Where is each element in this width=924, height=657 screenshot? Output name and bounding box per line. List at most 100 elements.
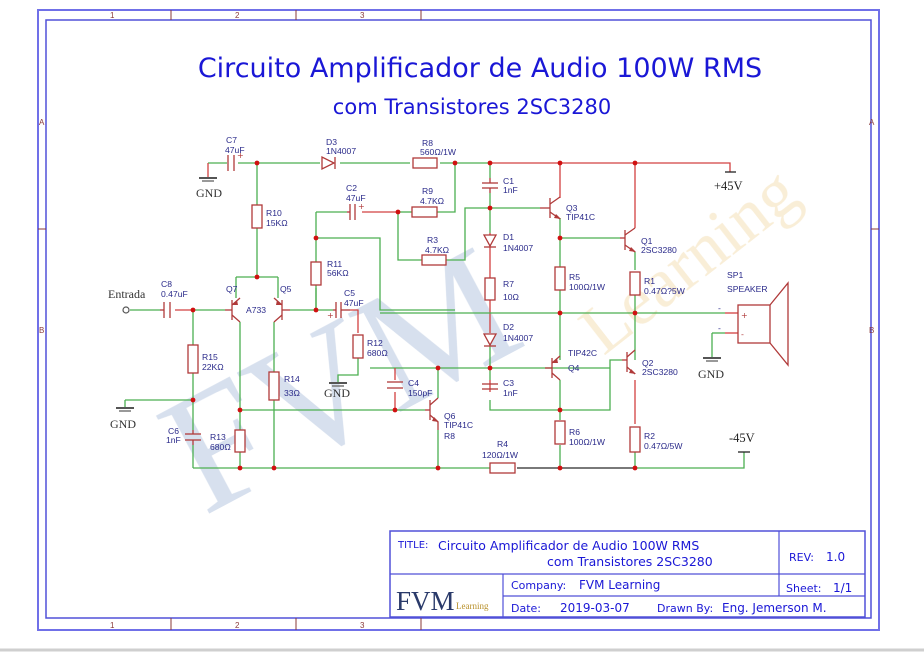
capacitor-c7[interactable]: +	[227, 151, 244, 171]
resistor-r8[interactable]	[412, 157, 438, 169]
resistor-r7[interactable]	[484, 277, 496, 301]
capacitor-c4[interactable]	[387, 381, 403, 389]
zone-col-2-bottom: 2	[235, 621, 240, 630]
resistor-r11[interactable]	[310, 261, 322, 286]
resistor-r2[interactable]	[629, 426, 641, 453]
wires	[124, 162, 745, 469]
capacitor-c2[interactable]: +	[347, 202, 365, 220]
tb-rev-value: 1.0	[826, 550, 845, 564]
tb-rev-key: REV:	[789, 551, 814, 564]
resistor-r6[interactable]	[554, 420, 566, 445]
gnd-label-left: GND	[110, 417, 136, 431]
r13-value: 680Ω	[210, 442, 231, 452]
resistor-r12[interactable]	[352, 334, 364, 359]
r7-value: 10Ω	[503, 292, 520, 302]
zone-col-2-top: 2	[235, 11, 240, 20]
resistor-r14[interactable]	[268, 371, 280, 401]
sp1-value: SPEAKER	[727, 284, 768, 294]
speaker-sp1[interactable]: + -	[737, 281, 789, 367]
gnd-label-c5: GND	[324, 386, 350, 400]
tb-title-line2: com Transistores 2SC3280	[547, 554, 713, 569]
resistor-r5[interactable]	[554, 266, 566, 291]
q4-ref: Q4	[568, 363, 580, 373]
c4-ref: C4	[408, 378, 419, 388]
tb-drawn-value: Eng. Jemerson M.	[722, 601, 827, 615]
spk-pin-label-2: -	[718, 323, 721, 333]
tb-logo-sub: Learning	[456, 601, 489, 611]
transistor-q6[interactable]	[425, 397, 439, 430]
capacitor-c5[interactable]: +	[327, 302, 350, 320]
q2-value: 2SC3280	[642, 367, 678, 377]
c1-ref: C1	[503, 176, 514, 186]
q7-ref: Q7	[226, 284, 238, 294]
diode-d1[interactable]	[482, 234, 498, 248]
input-label: Entrada	[108, 287, 146, 301]
q6-extra: R8	[444, 431, 455, 441]
resistor-r4[interactable]	[489, 462, 516, 474]
q3-value: TIP41C	[566, 212, 595, 222]
c3-value: 1nF	[503, 388, 518, 398]
d3-ref: D3	[326, 137, 337, 147]
svg-text:+: +	[741, 311, 748, 320]
input-terminal[interactable]	[122, 306, 130, 314]
c3-ref: C3	[503, 378, 514, 388]
resistor-r10[interactable]	[251, 204, 263, 229]
transistor-q2[interactable]	[622, 349, 636, 375]
resistor-r9[interactable]	[411, 206, 438, 218]
r6-value: 100Ω/1W	[569, 437, 606, 447]
r3-ref: R3	[427, 235, 438, 245]
c8-ref: C8	[161, 279, 172, 289]
r7-ref: R7	[503, 279, 514, 289]
d2-value: 1N4007	[503, 333, 533, 343]
watermark: FVM Learning	[133, 153, 812, 549]
transistor-q4[interactable]	[545, 355, 561, 381]
c7-value: 47uF	[225, 145, 245, 155]
r8-value: 560Ω/1W	[420, 147, 457, 157]
r10-ref: R10	[266, 208, 282, 218]
resistor-r1[interactable]	[629, 271, 641, 296]
q1-value: 2SC3280	[641, 245, 677, 255]
resistor-r3[interactable]	[421, 254, 447, 266]
d3-value: 1N4007	[326, 146, 356, 156]
resistor-r13[interactable]	[234, 429, 246, 453]
c2-ref: C2	[346, 183, 357, 193]
svg-text:+: +	[358, 202, 365, 211]
q6-value: TIP41C	[444, 420, 473, 430]
c5-ref: C5	[344, 288, 355, 298]
q6-ref: Q6	[444, 411, 456, 421]
diode-d2[interactable]	[482, 333, 498, 347]
q3-ref: Q3	[566, 203, 578, 213]
sp1-ref: SP1	[727, 270, 743, 280]
vpos-label: +45V	[714, 179, 743, 193]
watermark-sub: Learning	[566, 153, 813, 369]
diode-d3[interactable]	[321, 155, 336, 171]
gnd-symbol-c5	[329, 382, 347, 387]
transistor-q1[interactable]	[620, 227, 636, 253]
capacitor-c8[interactable]	[160, 302, 171, 318]
c7-ref: C7	[226, 135, 237, 145]
transistor-q7[interactable]	[225, 297, 241, 323]
gnd-symbol-top	[199, 177, 217, 182]
tb-title-line1: Circuito Amplificador de Audio 100W RMS	[438, 538, 699, 553]
r14-ref: R14	[284, 374, 300, 384]
c2-value: 47uF	[346, 193, 366, 203]
capacitor-c6[interactable]	[185, 430, 201, 445]
tb-company-key: Company:	[511, 579, 566, 592]
r10-value: 15KΩ	[266, 218, 288, 228]
capacitor-c1[interactable]	[482, 178, 498, 193]
zone-row-a-left: A	[39, 118, 45, 127]
svg-text:+: +	[327, 311, 334, 320]
c1-value: 1nF	[503, 185, 518, 195]
capacitor-c3[interactable]	[482, 383, 498, 390]
gnd-label-top: GND	[196, 186, 222, 200]
resistor-r15[interactable]	[187, 344, 199, 374]
r2-value: 0.47Ω/5W	[644, 441, 683, 451]
transistor-q5[interactable]	[273, 297, 290, 323]
page-subtitle: com Transistores 2SC3280	[332, 95, 612, 119]
d2-ref: D2	[503, 322, 514, 332]
transistor-q3[interactable]	[540, 196, 561, 220]
zone-row-b-right: B	[869, 326, 874, 335]
r4-value: 120Ω/1W	[482, 450, 519, 460]
gnd-symbol-speaker	[703, 357, 721, 362]
